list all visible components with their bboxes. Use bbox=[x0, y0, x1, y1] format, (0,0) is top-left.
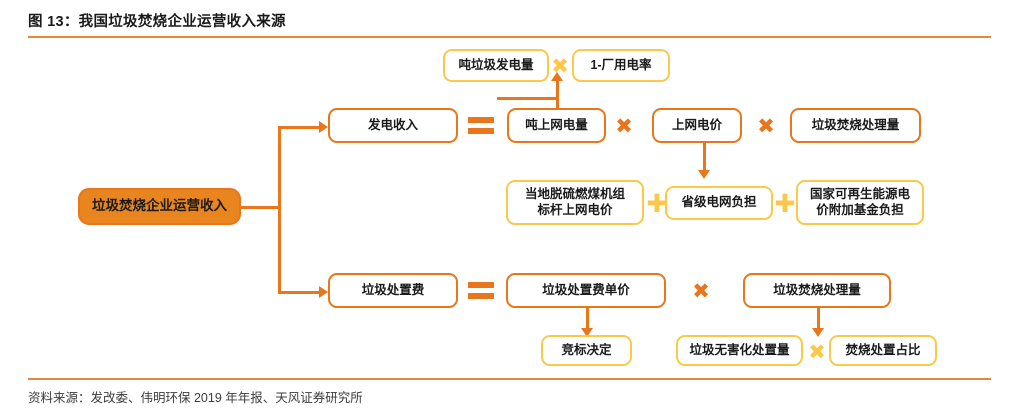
operator-times-grid-power: ✖ bbox=[615, 114, 633, 138]
figure-title: 图 13：我国垃圾焚烧企业运营收入来源 bbox=[28, 14, 286, 30]
arrow-down-to-harmless-row bbox=[812, 328, 824, 337]
node-bidding-decision[interactable]: 竞标决定 bbox=[541, 335, 632, 366]
operator-equals-power bbox=[466, 112, 496, 139]
operator-times-incin-volume-top: ✖ bbox=[757, 114, 775, 138]
operator-plus-province-grid: ✚ bbox=[646, 189, 668, 218]
node-incineration-share[interactable]: 焚烧处置占比 bbox=[829, 335, 937, 366]
node-grid-price[interactable]: 上网电价 bbox=[652, 108, 742, 143]
source-note: 资料来源：发改委、伟明环保 2019 年年报、天风证券研究所 bbox=[28, 391, 363, 405]
connector-ton-grid-power-up bbox=[556, 80, 559, 108]
node-power-revenue[interactable]: 发电收入 bbox=[328, 108, 458, 143]
operator-times-incin-volume-bottom: ✖ bbox=[692, 279, 710, 303]
arrow-up-to-yellow-pair bbox=[551, 72, 563, 81]
node-incin-volume-top[interactable]: 垃圾焚烧处理量 bbox=[790, 108, 921, 143]
connector-root-to-trunk bbox=[240, 206, 280, 209]
operator-times-waste-generation: ✖ bbox=[551, 54, 569, 78]
node-disposal-unit-price[interactable]: 垃圾处置费单价 bbox=[506, 273, 666, 308]
node-harmless-disposal-volume[interactable]: 垃圾无害化处置量 bbox=[676, 335, 803, 366]
node-national-renewable-fund[interactable]: 国家可再生能源电 价附加基金负担 bbox=[796, 180, 924, 225]
connector-trunk-vertical bbox=[278, 127, 281, 293]
node-disposal-fee[interactable]: 垃圾处置费 bbox=[328, 273, 458, 308]
connector-incin-volume-down bbox=[817, 305, 820, 331]
connector-grid-price-down bbox=[703, 141, 706, 173]
arrow-down-to-sum-row bbox=[698, 170, 710, 179]
node-ton-grid-power[interactable]: 吨上网电量 bbox=[507, 108, 606, 143]
node-province-grid-burden[interactable]: 省级电网负担 bbox=[665, 186, 773, 220]
node-root-operating-revenue[interactable]: 垃圾焚烧企业运营收入 bbox=[78, 188, 241, 225]
node-one-minus-aux-rate[interactable]: 1-厂用电率 bbox=[572, 49, 670, 82]
connector-trunk-to-disposal-fee bbox=[278, 291, 321, 294]
node-coal-benchmark-price[interactable]: 当地脱硫燃煤机组 标杆上网电价 bbox=[506, 180, 644, 225]
arrow-down-to-bidding bbox=[581, 328, 593, 337]
connector-yellow-pair-horizontal bbox=[497, 97, 557, 100]
arrow-to-power-revenue bbox=[319, 121, 328, 133]
connector-disposal-unit-price-down bbox=[586, 305, 589, 331]
operator-plus-national-fund: ✚ bbox=[774, 189, 796, 218]
source-divider bbox=[28, 378, 991, 380]
operator-equals-disposal bbox=[466, 277, 496, 304]
node-ton-waste-generation[interactable]: 吨垃圾发电量 bbox=[443, 49, 549, 82]
node-incin-volume-bottom[interactable]: 垃圾焚烧处理量 bbox=[743, 273, 891, 308]
connector-trunk-to-power-revenue bbox=[278, 126, 321, 129]
title-divider bbox=[28, 36, 991, 38]
arrow-to-disposal-fee bbox=[319, 286, 328, 298]
operator-times-incin-share: ✖ bbox=[808, 340, 826, 364]
